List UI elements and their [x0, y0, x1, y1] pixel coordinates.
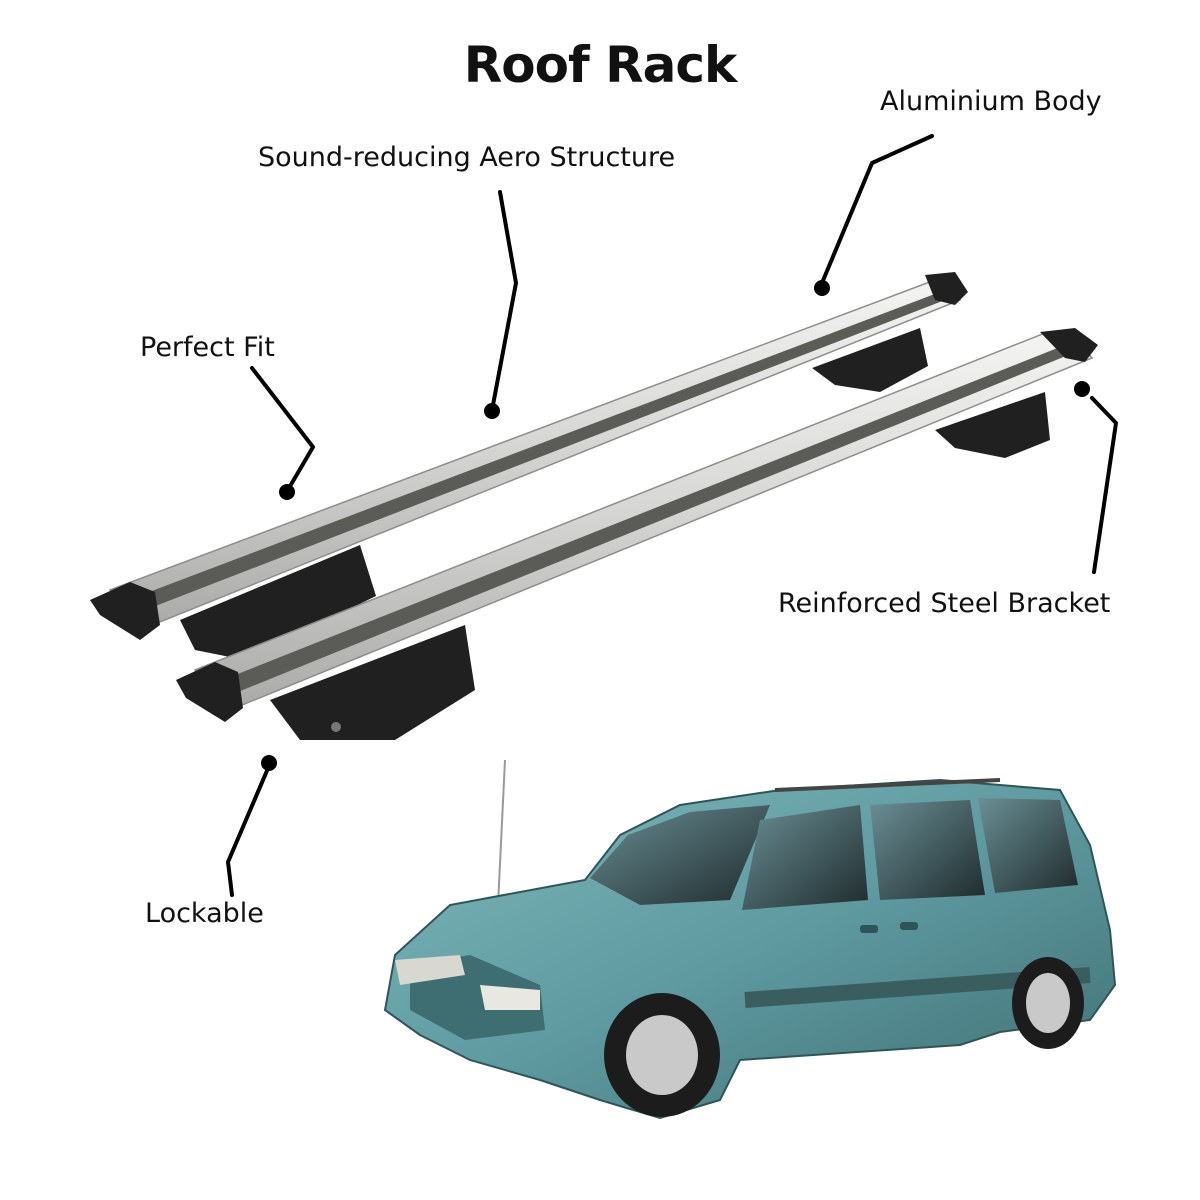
roof-bar-upper-groove: [128, 292, 945, 612]
roof-bar-upper-end-cap-right: [925, 272, 968, 305]
callout-dot-sound-reducing: [484, 403, 500, 419]
minivan-rear-window: [978, 798, 1078, 893]
minivan-door-handle-front: [860, 925, 878, 933]
roof-bar-lower-rear-foot: [935, 392, 1050, 458]
callout-label-perfect-fit: Perfect Fit: [140, 332, 275, 363]
roof-bar-lower-end-cap-right: [1040, 328, 1098, 362]
minivan-front-window: [742, 805, 868, 910]
roof-bar-upper-rear-foot: [812, 328, 928, 392]
roof-bar-upper-end-cap-left: [90, 582, 160, 640]
minivan-middle-window: [870, 800, 985, 900]
callout-line-lockable: [226, 764, 271, 897]
minivan-windshield: [590, 805, 770, 905]
minivan-front-hubcap: [626, 1015, 698, 1095]
callout-label-reinforced-bracket: Reinforced Steel Bracket: [778, 588, 1111, 619]
callout-dot-aluminium-body: [814, 280, 830, 296]
callout-label-lockable: Lockable: [145, 898, 264, 929]
minivan-antenna: [497, 759, 506, 906]
callout-dot-perfect-fit: [279, 484, 295, 500]
minivan-rear-hubcap: [1026, 973, 1070, 1033]
callout-line-perfect-fit: [250, 366, 315, 490]
minivan-headlight-right: [480, 985, 540, 1010]
minivan-door-handle-rear: [900, 922, 918, 930]
roof-bar-lower-end-cap-left: [176, 662, 243, 722]
minivan-image: [383, 759, 1117, 1120]
callout-dot-reinforced-bracket: [1074, 381, 1090, 397]
roof-bar-lower-front-foot: [270, 625, 475, 740]
roof-bar-upper-front-foot: [180, 545, 376, 660]
roof-bar-upper: [90, 272, 968, 660]
roof-bar-lower: [176, 328, 1098, 740]
callout-label-sound-reducing: Sound-reducing Aero Structure: [258, 142, 676, 173]
callout-label-aluminium-body: Aluminium Body: [880, 86, 1102, 117]
callout-dot-lockable: [261, 755, 277, 771]
callout-line-sound-reducing: [491, 190, 518, 407]
callout-line-reinforced-bracket: [1090, 396, 1118, 574]
callout-line-aluminium-body: [820, 134, 934, 285]
page-title: Roof Rack: [463, 36, 738, 94]
roof-bar-lower-groove: [215, 347, 1066, 696]
lock-cylinder: [331, 722, 341, 732]
minivan-roof-rail: [774, 778, 1001, 792]
minivan-headlight-left: [395, 955, 465, 985]
